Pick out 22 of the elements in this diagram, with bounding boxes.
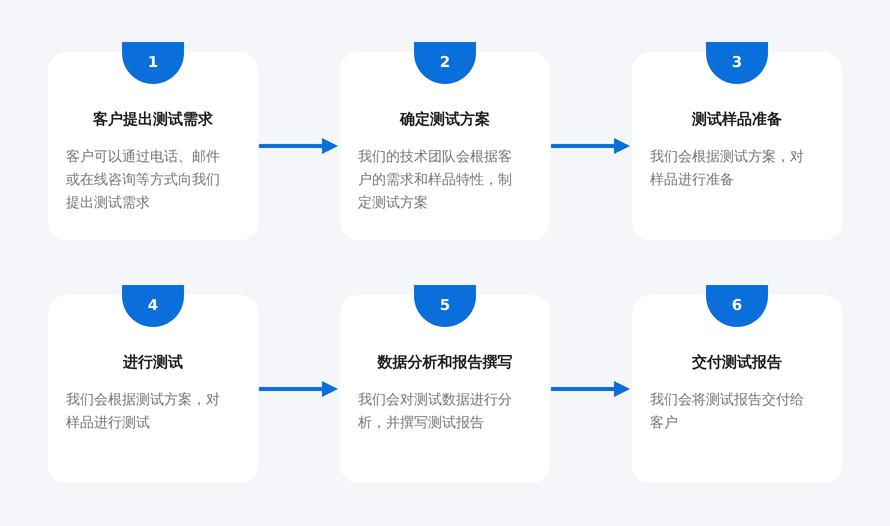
step-card bbox=[48, 295, 258, 483]
step-card bbox=[340, 52, 550, 240]
arrow bbox=[551, 381, 630, 397]
step-description: 我们会根据测试方案，对样品进行准备 bbox=[650, 148, 805, 190]
step-title: 交付测试报告 bbox=[691, 353, 783, 372]
arrow bbox=[259, 138, 338, 154]
step-title: 确定测试方案 bbox=[398, 110, 491, 129]
arrow bbox=[551, 138, 630, 154]
step-title: 测试样品准备 bbox=[691, 110, 783, 129]
step-description: 我们会根据测试方案，对样品进行测试 bbox=[66, 391, 221, 433]
step-title: 进行测试 bbox=[122, 353, 184, 372]
step-description: 我们会将测试报告交付给客户 bbox=[650, 391, 805, 433]
step-title: 客户提出测试需求 bbox=[92, 110, 214, 129]
step-description: 我们的技术团队会根据客户的需求和样品特性，制定测试方案 bbox=[358, 148, 513, 213]
arrow bbox=[259, 381, 338, 397]
step-card bbox=[632, 52, 842, 240]
step-description: 客户可以通过电话、邮件或在线咨询等方式向我们提出测试需求 bbox=[66, 148, 221, 213]
step-card bbox=[340, 295, 550, 483]
step-card bbox=[632, 295, 842, 483]
step-card bbox=[48, 52, 258, 240]
step-description: 我们会对测试数据进行分析，并撰写测试报告 bbox=[358, 391, 513, 433]
step-title: 数据分析和报告撰写 bbox=[376, 353, 514, 372]
